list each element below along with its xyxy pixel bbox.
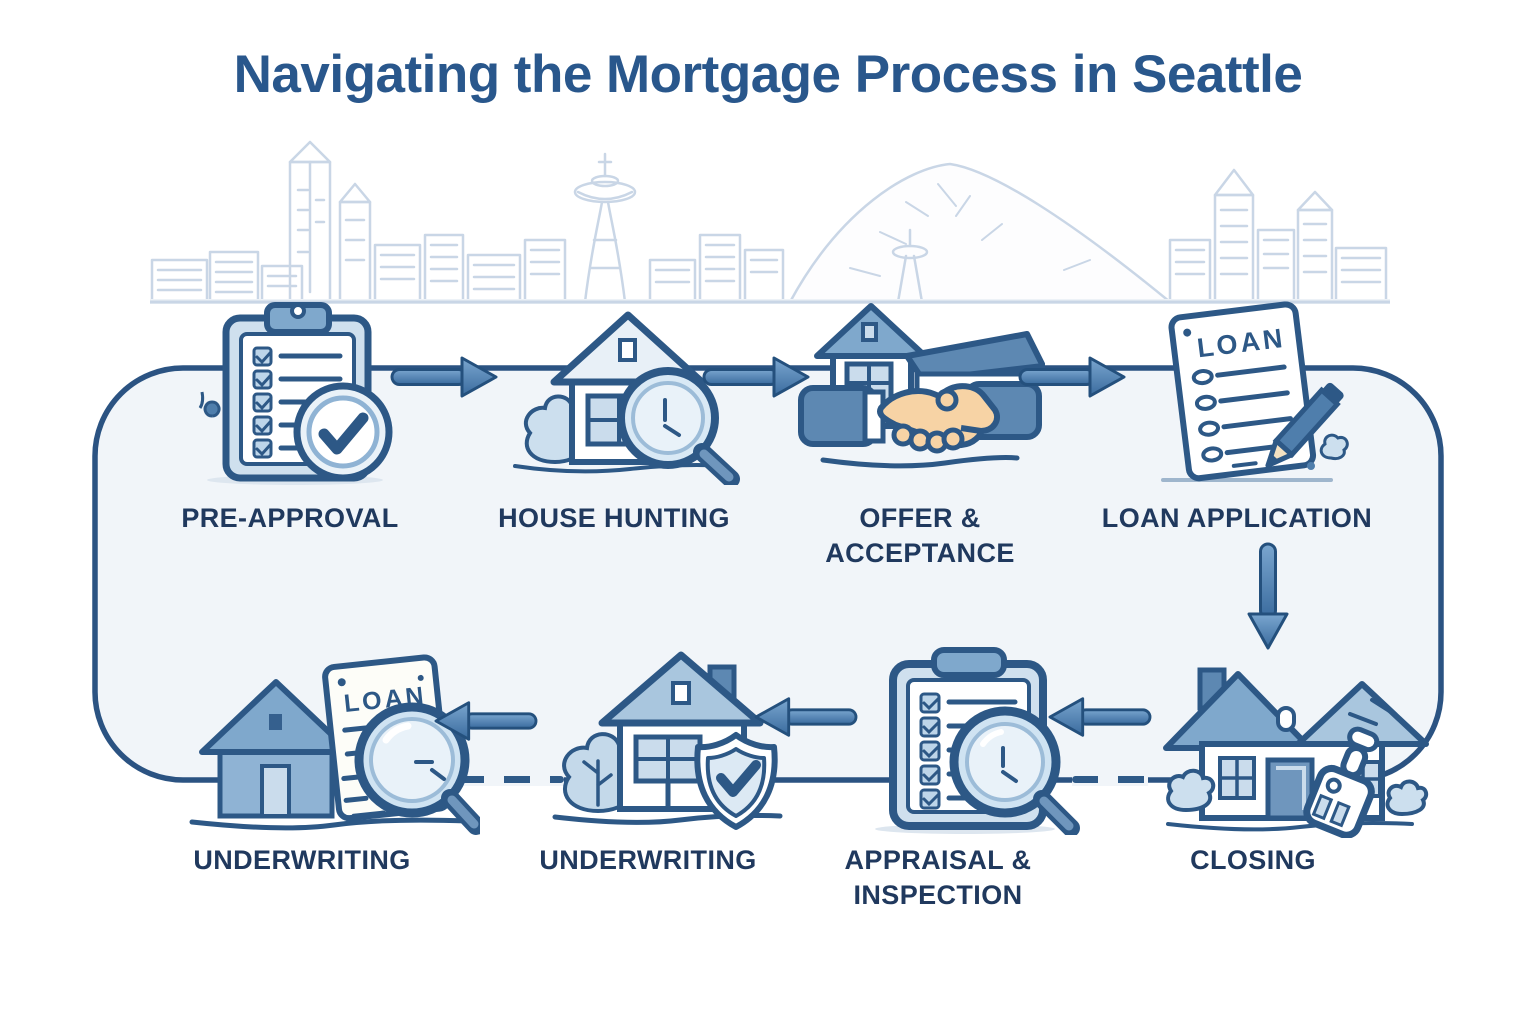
arrow-left-icon — [752, 692, 860, 742]
label-line: ACCEPTANCE — [825, 538, 1015, 568]
arrow-down-icon — [1242, 540, 1294, 652]
label-line: INSPECTION — [853, 880, 1023, 910]
clipboard-checklist-check-icon — [198, 302, 393, 485]
step-pre-approval — [190, 296, 405, 486]
label-line: CLOSING — [1190, 845, 1316, 875]
arrow-right-icon — [1016, 351, 1128, 403]
clipboard-magnifier-icon — [875, 647, 1080, 835]
handshake-house-icon — [798, 303, 1045, 469]
shield-check-icon — [694, 732, 778, 830]
bush-icon — [1319, 433, 1349, 460]
mini-tower-illustration — [891, 228, 929, 304]
step-underwriting-review: LOAN — [180, 640, 480, 835]
step-label-house-hunting: HOUSE HUNTING — [498, 501, 730, 536]
house-shield-check-icon — [552, 651, 783, 830]
house-icon — [199, 679, 353, 819]
dashed-connector — [1072, 773, 1148, 786]
step-label-appraisal-inspection: APPRAISAL & INSPECTION — [845, 843, 1032, 913]
loan-document-pencil-icon: LOAN — [1161, 301, 1349, 482]
left-buildings — [150, 140, 567, 304]
label-line: HOUSE HUNTING — [498, 503, 730, 533]
pencil-icon — [1265, 382, 1344, 468]
step-label-underwriting-1: UNDERWRITING — [193, 843, 410, 878]
mount-rainier-illustration — [788, 162, 1172, 304]
arrow-right-icon — [700, 351, 812, 403]
house-magnifier-icon — [513, 311, 740, 485]
arrow-left-icon — [432, 696, 540, 746]
label-line: OFFER & — [859, 503, 981, 533]
label-line: UNDERWRITING — [539, 845, 757, 875]
step-label-loan-application: LOAN APPLICATION — [1102, 501, 1372, 536]
handshake-icon — [798, 381, 1042, 454]
label-line: APPRAISAL & — [844, 845, 1032, 875]
step-underwriting-shield — [540, 645, 795, 835]
step-label-offer-acceptance: OFFER & ACCEPTANCE — [825, 501, 1015, 571]
key-fob-icon — [1303, 726, 1380, 838]
space-needle-illustration — [573, 152, 637, 304]
step-closing — [1150, 648, 1430, 838]
arrow-right-icon — [388, 351, 500, 403]
step-label-underwriting-2: UNDERWRITING — [539, 843, 756, 878]
loan-document-magnifier-house-icon: LOAN — [189, 654, 480, 835]
step-offer-acceptance — [795, 292, 1045, 482]
mid-buildings — [648, 233, 785, 304]
label-line: UNDERWRITING — [193, 845, 411, 875]
step-label-pre-approval: PRE-APPROVAL — [181, 501, 398, 536]
dashed-line — [1072, 776, 1148, 783]
step-appraisal-inspection — [855, 640, 1085, 835]
house-keys-icon — [1163, 667, 1429, 838]
step-label-closing: CLOSING — [1190, 843, 1316, 878]
bush-icon — [1385, 779, 1429, 817]
dashed-line — [412, 776, 564, 783]
label-line: PRE-APPROVAL — [181, 503, 399, 533]
bush-icon — [1166, 768, 1216, 813]
label-line: LOAN APPLICATION — [1101, 503, 1373, 533]
step-loan-application: LOAN — [1135, 298, 1365, 488]
step-house-hunting — [500, 300, 740, 485]
page-title: Navigating the Mortgage Process in Seatt… — [233, 45, 1303, 104]
right-buildings — [1168, 168, 1388, 304]
arrow-left-icon — [1046, 692, 1154, 742]
seattle-skyline-illustration — [150, 140, 1390, 304]
